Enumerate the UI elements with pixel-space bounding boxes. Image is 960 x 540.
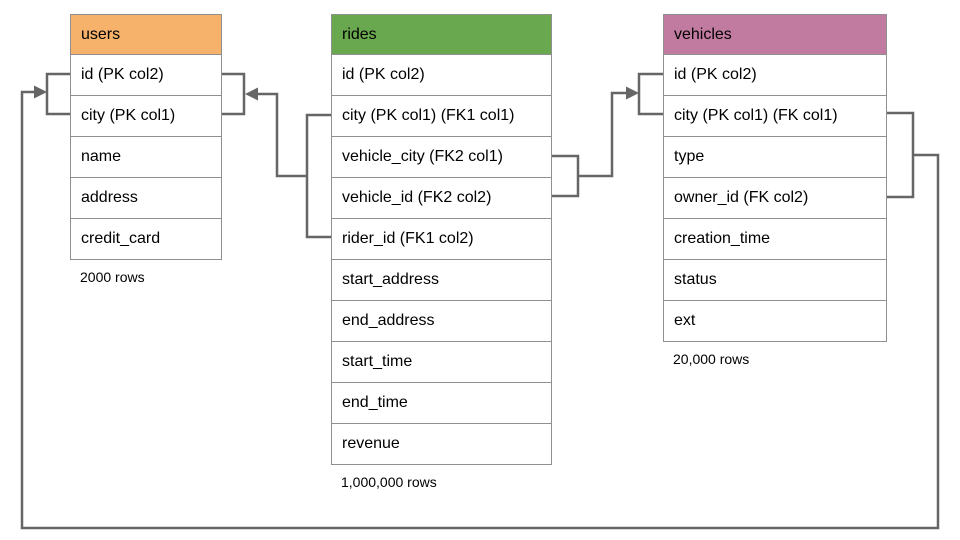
fk2-connector-rides-to-vehicles — [552, 72, 663, 198]
users-right-bracket — [222, 72, 246, 116]
table-vehicles-box: vehicles id (PK col2) city (PK col1) (FK… — [663, 14, 887, 342]
users-left-bracket — [45, 72, 70, 116]
rides-right-bracket — [552, 154, 580, 198]
table-row: start_address — [332, 259, 551, 300]
vehicles-right-bracket — [887, 111, 915, 199]
fk2-arrowhead-right-icon — [626, 86, 639, 100]
table-row: id (PK col2) — [332, 54, 551, 95]
fk2-link-line — [578, 91, 626, 178]
table-row: ext — [664, 300, 886, 341]
vehicles-left-bracket — [637, 72, 663, 116]
table-row: status — [664, 259, 886, 300]
table-users: users id (PK col2) city (PK col1) name a… — [70, 14, 222, 285]
table-rides-header: rides — [332, 15, 551, 54]
table-row: rider_id (FK1 col2) — [332, 218, 551, 259]
table-vehicles: vehicles id (PK col2) city (PK col1) (FK… — [663, 14, 887, 367]
table-row: creation_time — [664, 218, 886, 259]
table-row: end_address — [332, 300, 551, 341]
table-users-box: users id (PK col2) city (PK col1) name a… — [70, 14, 222, 260]
table-row: credit_card — [71, 218, 221, 259]
fk-connector-vehicles-to-users — [20, 72, 940, 530]
fk-arrowhead-right-icon — [34, 85, 47, 99]
table-row: city (PK col1) (FK1 col1) — [332, 95, 551, 136]
table-row: name — [71, 136, 221, 177]
fk1-connector-rides-to-users — [222, 72, 331, 239]
table-row: owner_id (FK col2) — [664, 177, 886, 218]
table-row: id (PK col2) — [664, 54, 886, 95]
table-row: vehicle_city (FK2 col1) — [332, 136, 551, 177]
rides-row-count-label: 1,000,000 rows — [341, 474, 437, 490]
table-row: start_time — [332, 341, 551, 382]
table-vehicles-header: vehicles — [664, 15, 886, 54]
table-row: revenue — [332, 423, 551, 464]
table-row: end_time — [332, 382, 551, 423]
table-row: id (PK col2) — [71, 54, 221, 95]
table-row: type — [664, 136, 886, 177]
table-row: vehicle_id (FK2 col2) — [332, 177, 551, 218]
fk1-arrowhead-left-icon — [245, 87, 258, 101]
fk1-link-line — [258, 92, 307, 178]
users-row-count-label: 2000 rows — [80, 269, 145, 285]
table-row: city (PK col1) (FK col1) — [664, 95, 886, 136]
table-row: city (PK col1) — [71, 95, 221, 136]
table-rides: rides id (PK col2) city (PK col1) (FK1 c… — [331, 14, 552, 490]
rides-left-bracket — [305, 113, 331, 239]
table-users-header: users — [71, 15, 221, 54]
table-row: address — [71, 177, 221, 218]
fk-link-line-outer-loop — [20, 90, 940, 530]
table-rides-box: rides id (PK col2) city (PK col1) (FK1 c… — [331, 14, 552, 465]
vehicles-row-count-label: 20,000 rows — [673, 351, 750, 367]
